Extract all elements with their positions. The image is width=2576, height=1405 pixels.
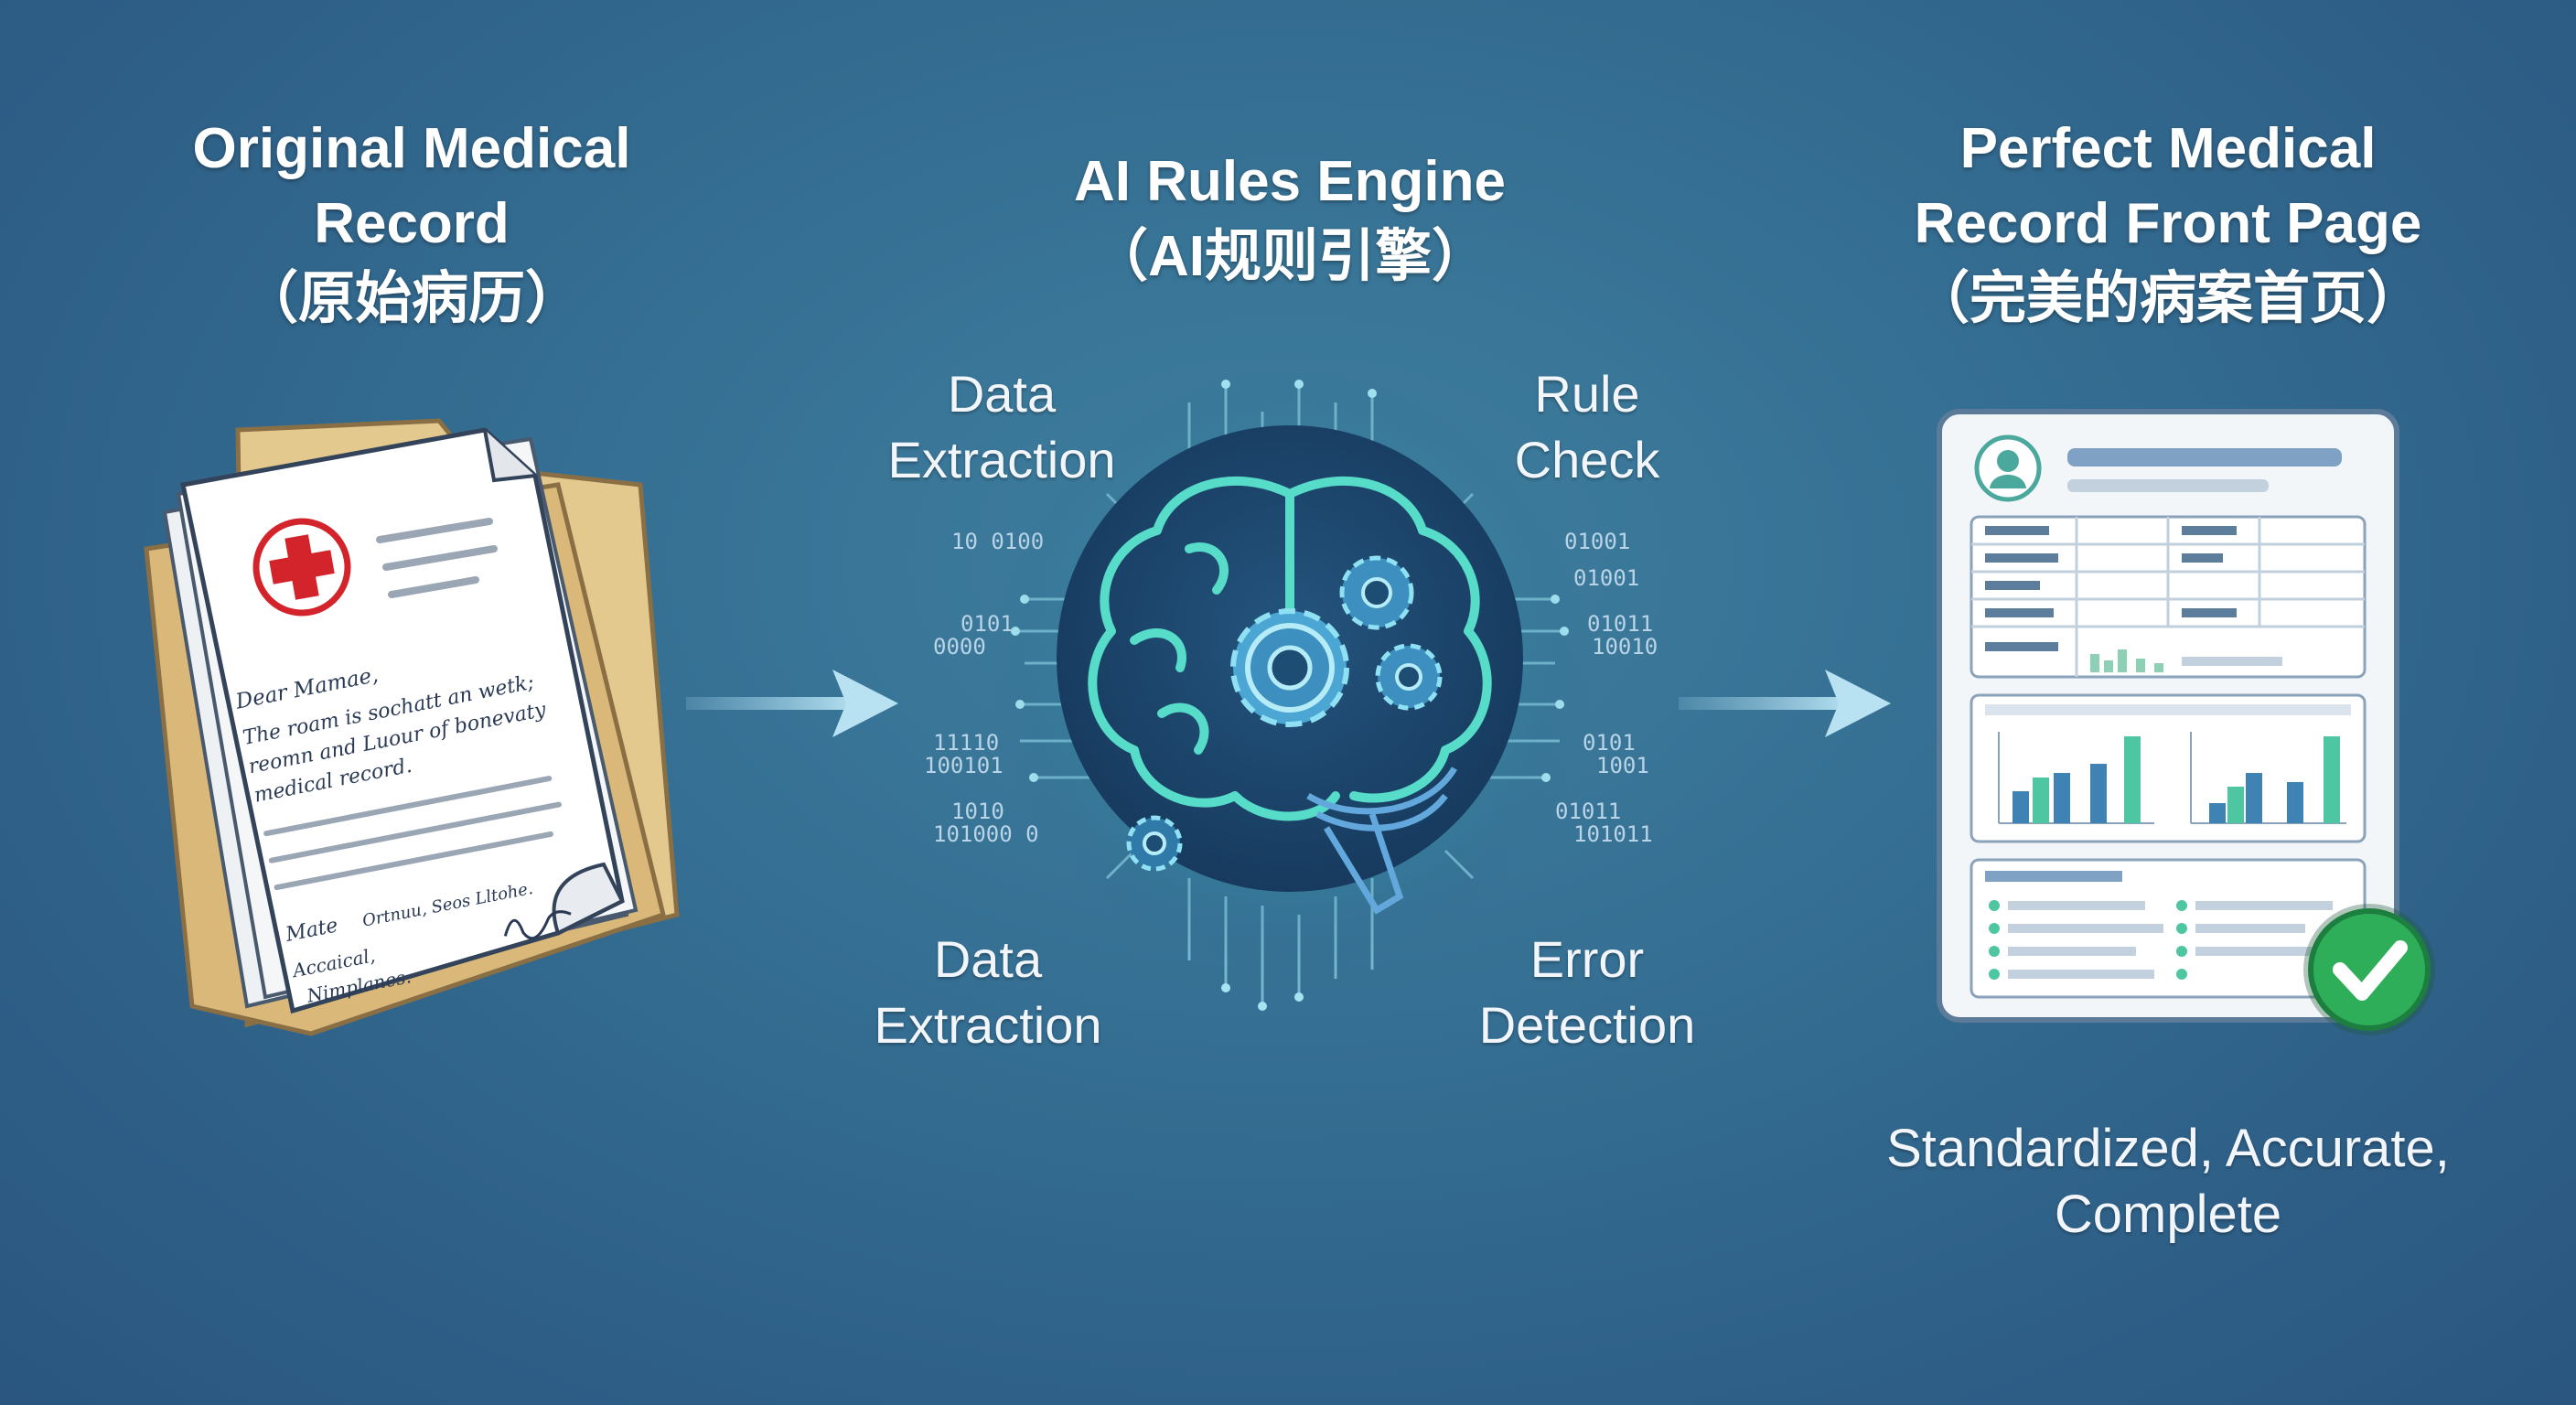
binary-text: 10010 xyxy=(1592,634,1658,660)
gear-icon xyxy=(1375,643,1443,711)
caption-line: Complete xyxy=(2054,1185,2282,1244)
binary-text: 1010 xyxy=(951,799,1004,824)
result-caption: Standardized, Accurate, Complete xyxy=(1839,1116,2497,1248)
brain-icon: 10 0100 0101 0000 11110 100101 1010 1010… xyxy=(924,366,1658,1011)
gear-icon xyxy=(1126,815,1183,872)
binary-text: 01001 xyxy=(1573,565,1639,591)
checkmark-icon xyxy=(2303,904,2435,1035)
binary-text: 11110 xyxy=(933,730,999,756)
label-rule-check: Rule Check xyxy=(1454,361,1720,493)
front-page-form-illustration xyxy=(1937,409,2435,1035)
title-line: Record Front Page xyxy=(1914,192,2422,255)
label-line: Error xyxy=(1530,930,1645,988)
caption-line: Standardized, Accurate, xyxy=(1886,1119,2450,1178)
label-data-extraction-bottom: Data Extraction xyxy=(855,927,1121,1058)
label-line: Extraction xyxy=(887,431,1116,488)
label-error-detection: Error Detection xyxy=(1450,927,1724,1058)
binary-text: 01011 xyxy=(1587,611,1653,637)
binary-text: 0101 xyxy=(1583,730,1636,756)
title-line: Perfect Medical xyxy=(1959,117,2377,180)
label-data-extraction-top: Data Extraction xyxy=(869,361,1134,493)
title-line: AI Rules Engine xyxy=(1074,150,1506,213)
paper-records-illustration: Dear Mamae, The roam is sochatt an wetk;… xyxy=(144,418,680,1036)
binary-text: 1001 xyxy=(1596,753,1649,778)
title-line: Record xyxy=(314,192,510,255)
label-line: Data xyxy=(933,930,1043,988)
title-line: （完美的病案首页） xyxy=(1912,267,2423,330)
binary-text: 101000 0 xyxy=(933,821,1039,847)
binary-text: 01001 xyxy=(1564,529,1630,554)
gear-icon xyxy=(1339,555,1414,630)
perfect-record-title: Perfect Medical Record Front Page （完美的病案… xyxy=(1839,112,2497,337)
user-avatar-icon xyxy=(1974,434,2042,502)
label-line: Detection xyxy=(1478,996,1696,1054)
title-line: （原始病历） xyxy=(241,267,582,330)
binary-text: 101011 xyxy=(1573,821,1653,847)
title-line: Original Medical xyxy=(192,117,631,180)
ai-engine-title: AI Rules Engine （AI规则引擎） xyxy=(970,145,1610,295)
label-line: Extraction xyxy=(874,996,1102,1054)
label-line: Check xyxy=(1514,431,1660,488)
binary-right: 01001 01011 10010 0101 1001 01011 101011… xyxy=(1555,529,1658,847)
arrow-right-icon xyxy=(1679,670,1891,737)
binary-text: 0000 xyxy=(933,634,986,660)
original-record-title: Original Medical Record （原始病历） xyxy=(101,112,723,337)
binary-text: 01011 xyxy=(1555,799,1621,824)
label-line: Data xyxy=(947,365,1057,423)
binary-text: 100101 xyxy=(924,753,1004,778)
label-line: Rule xyxy=(1534,365,1640,423)
title-line: （AI规则引擎） xyxy=(1090,225,1488,288)
arrow-right-icon xyxy=(686,670,898,737)
medical-cross-icon xyxy=(252,518,351,617)
gear-icon xyxy=(1230,608,1349,727)
